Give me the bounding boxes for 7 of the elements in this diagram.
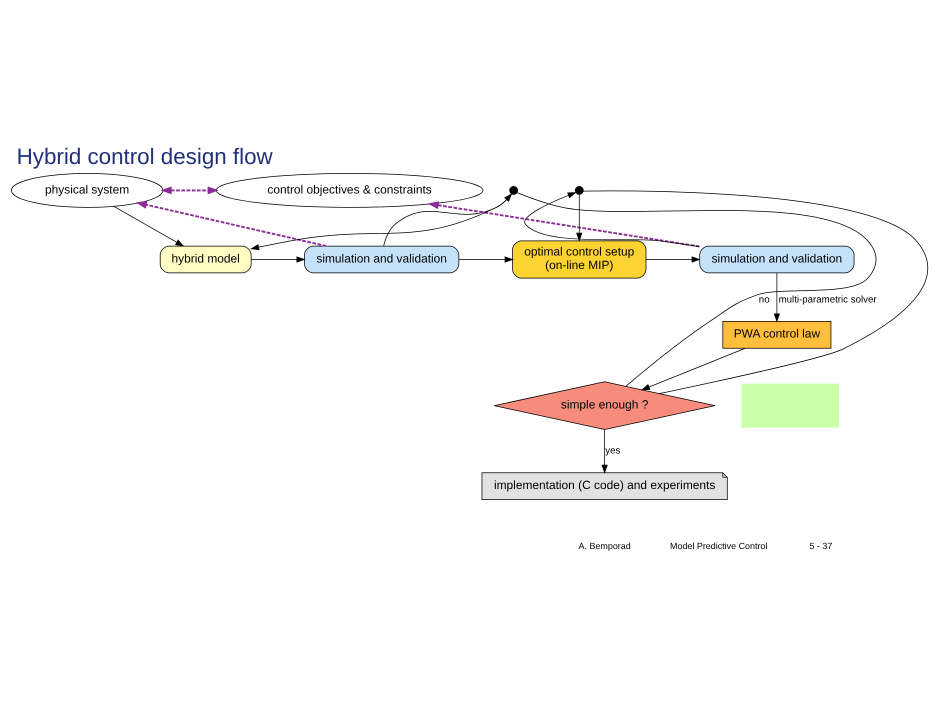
edge-label: multi-parametric solver — [778, 294, 877, 305]
label: Model Predictive Control — [670, 540, 768, 550]
label: A. Bemporad — [578, 540, 631, 550]
edge-label: yes — [605, 445, 620, 456]
edge-label: no — [758, 294, 770, 305]
label: 5 - 37 — [809, 540, 832, 550]
diagram-title: Hybrid control design flow — [16, 143, 273, 168]
